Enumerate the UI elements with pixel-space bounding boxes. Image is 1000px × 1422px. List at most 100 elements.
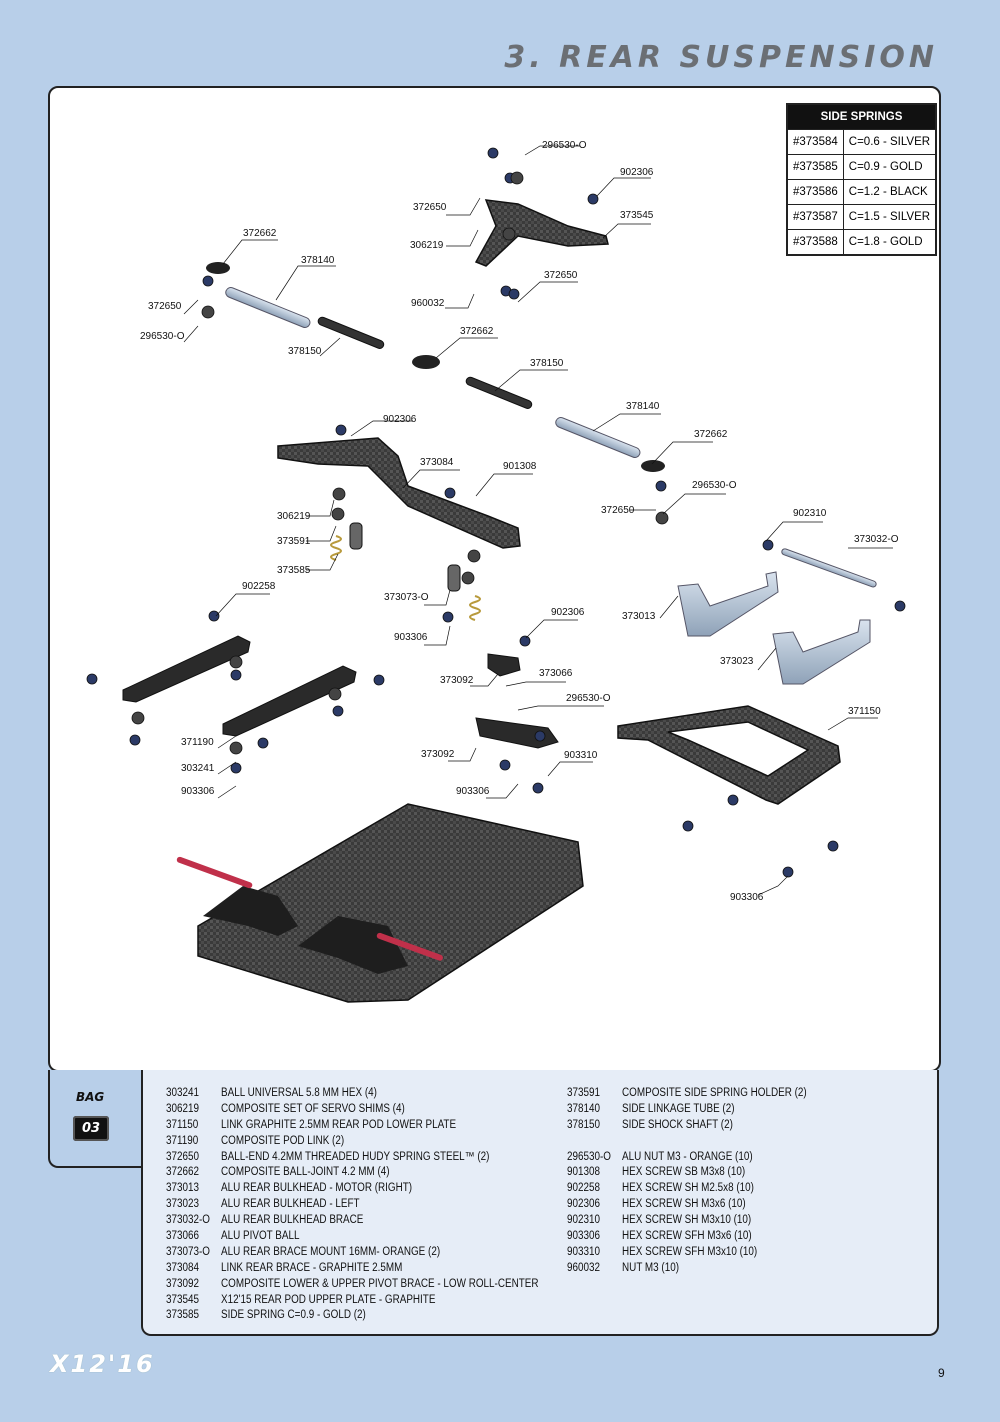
part-desc: BALL UNIVERSAL 5.8 MM HEX (4) — [221, 1087, 377, 1099]
chassis-shape — [197, 803, 584, 1003]
part-code: 372662 — [166, 1166, 200, 1179]
diagram-label: 373013 — [622, 611, 656, 622]
diagram-label: 372650 — [413, 202, 447, 213]
list-item: 903306 HEX SCREW SFH M3x6 (10) — [567, 1229, 807, 1245]
list-item: 371150 LINK GRAPHITE 2.5MM REAR POD LOWER… — [166, 1118, 538, 1134]
diagram-label: 373092 — [440, 675, 474, 686]
pod-link-shape — [122, 635, 251, 703]
list-item: 372650 BALL-END 4.2MM THREADED HUDY SPRIN… — [166, 1150, 538, 1166]
diagram-label: 903306 — [730, 892, 764, 903]
part-code: 296530-O — [567, 1150, 611, 1163]
diagram-label: 373073-O — [384, 592, 429, 603]
diagram-label: 296530-O — [542, 140, 587, 151]
diagram-label: 378150 — [288, 346, 322, 357]
diagram-label: 378140 — [301, 255, 335, 266]
diagram-label: 372662 — [694, 429, 728, 440]
part-desc: HEX SCREW SH M2.5x8 (10) — [622, 1182, 754, 1195]
part-code: 902306 — [567, 1198, 601, 1211]
part-desc: SIDE SPRING C=0.9 - GOLD (2) — [221, 1309, 366, 1322]
part-desc: HEX SCREW SH M3x10 (10) — [622, 1214, 752, 1227]
part-code: 373545 — [166, 1293, 200, 1306]
part-desc: ALU PIVOT BALL — [221, 1230, 300, 1243]
part-code: 373066 — [166, 1230, 200, 1243]
side-springs-header: SIDE SPRINGS — [787, 104, 937, 130]
diagram-label: 373092 — [421, 749, 455, 760]
diagram-label: 371190 — [181, 737, 214, 748]
diagram-label: 903310 — [564, 750, 598, 761]
part-desc: NUT M3 (10) — [622, 1261, 680, 1274]
bulkhead-left-shape — [772, 619, 871, 685]
list-item: 378150 SIDE SHOCK SHAFT (2) — [567, 1118, 807, 1134]
part-desc: ALU REAR BULKHEAD - LEFT — [221, 1198, 360, 1211]
part-code: 371150 — [166, 1118, 199, 1131]
part-code: 373073-O — [166, 1245, 210, 1258]
part-desc: HEX SCREW SFH M3x6 (10) — [622, 1230, 752, 1243]
spring-code: #373587 — [786, 204, 844, 230]
shock-shaft-shape — [317, 316, 385, 349]
part-code: 306219 — [166, 1102, 200, 1115]
spring-spec: C=1.2 - BLACK — [842, 179, 937, 205]
part-desc: ALU REAR BULKHEAD - MOTOR (RIGHT) — [221, 1182, 413, 1195]
part-code: 378150 — [567, 1118, 601, 1131]
part-code: 373092 — [166, 1277, 200, 1290]
part-desc: COMPOSITE LOWER & UPPER PIVOT BRACE - LO… — [221, 1277, 539, 1290]
diagram-label: 372650 — [601, 505, 635, 516]
part-desc: BALL-END 4.2MM THREADED HUDY SPRING STEE… — [221, 1150, 490, 1163]
list-item: 902258 HEX SCREW SH M2.5x8 (10) — [567, 1181, 807, 1197]
part-code: 373084 — [166, 1261, 200, 1274]
part-desc: LINK GRAPHITE 2.5MM REAR POD LOWER PLATE — [221, 1118, 457, 1131]
upper-plate-shape — [474, 199, 609, 267]
part-code: 903306 — [567, 1230, 601, 1243]
diagram-label: 903306 — [456, 786, 490, 797]
diagram-label: 373032-O — [854, 534, 899, 545]
part-code: 902258 — [567, 1182, 601, 1195]
part-desc: SIDE LINKAGE TUBE (2) — [622, 1102, 735, 1115]
list-item: 373013 ALU REAR BULKHEAD - MOTOR (RIGHT) — [166, 1181, 538, 1197]
list-item: 373585 SIDE SPRING C=0.9 - GOLD (2) — [166, 1308, 538, 1324]
diagram-label: 306219 — [277, 511, 311, 522]
diagram-label: 902306 — [383, 414, 417, 425]
spring-spec: C=1.8 - GOLD — [842, 229, 937, 256]
diagram-part-labels: 296530-O 902306 372650 373545 306219 372… — [140, 140, 899, 903]
part-desc: HEX SCREW SFH M3x10 (10) — [622, 1245, 758, 1258]
diagram-label: 960032 — [411, 298, 445, 309]
spring-spec: C=0.6 - SILVER — [842, 129, 937, 155]
bag-label: BAG — [76, 1090, 105, 1104]
part-desc: LINK REAR BRACE - GRAPHITE 2.5MM — [221, 1261, 403, 1274]
part-code: 373032-O — [166, 1214, 210, 1227]
rear-brace-shape — [277, 437, 521, 549]
part-code: 372650 — [166, 1150, 200, 1163]
spring-code: #373588 — [786, 229, 844, 256]
diagram-label: 901308 — [503, 461, 537, 472]
part-desc: COMPOSITE SET OF SERVO SHIMS (4) — [221, 1102, 405, 1115]
part-code: 960032 — [567, 1261, 601, 1274]
linkage-tube-shape — [555, 417, 641, 458]
diagram-label: 373084 — [420, 457, 454, 468]
diagram-label: 372650 — [148, 301, 182, 312]
diagram-label: 372662 — [243, 228, 277, 239]
spring-code: #373584 — [786, 129, 844, 155]
part-code: 373585 — [166, 1309, 200, 1322]
list-item: 373066 ALU PIVOT BALL — [166, 1229, 538, 1245]
list-item: 306219 COMPOSITE SET OF SERVO SHIMS (4) — [166, 1102, 538, 1118]
part-desc: SIDE SHOCK SHAFT (2) — [622, 1118, 733, 1131]
spring-spec: C=0.9 - GOLD — [842, 154, 937, 180]
exploded-diagram: 296530-O 902306 372650 373545 306219 372… — [86, 140, 906, 1003]
diagram-label: 296530-O — [692, 480, 737, 491]
diagram-label: 306219 — [410, 240, 444, 251]
part-code: 303241 — [166, 1087, 200, 1099]
part-code: 373013 — [166, 1182, 200, 1195]
